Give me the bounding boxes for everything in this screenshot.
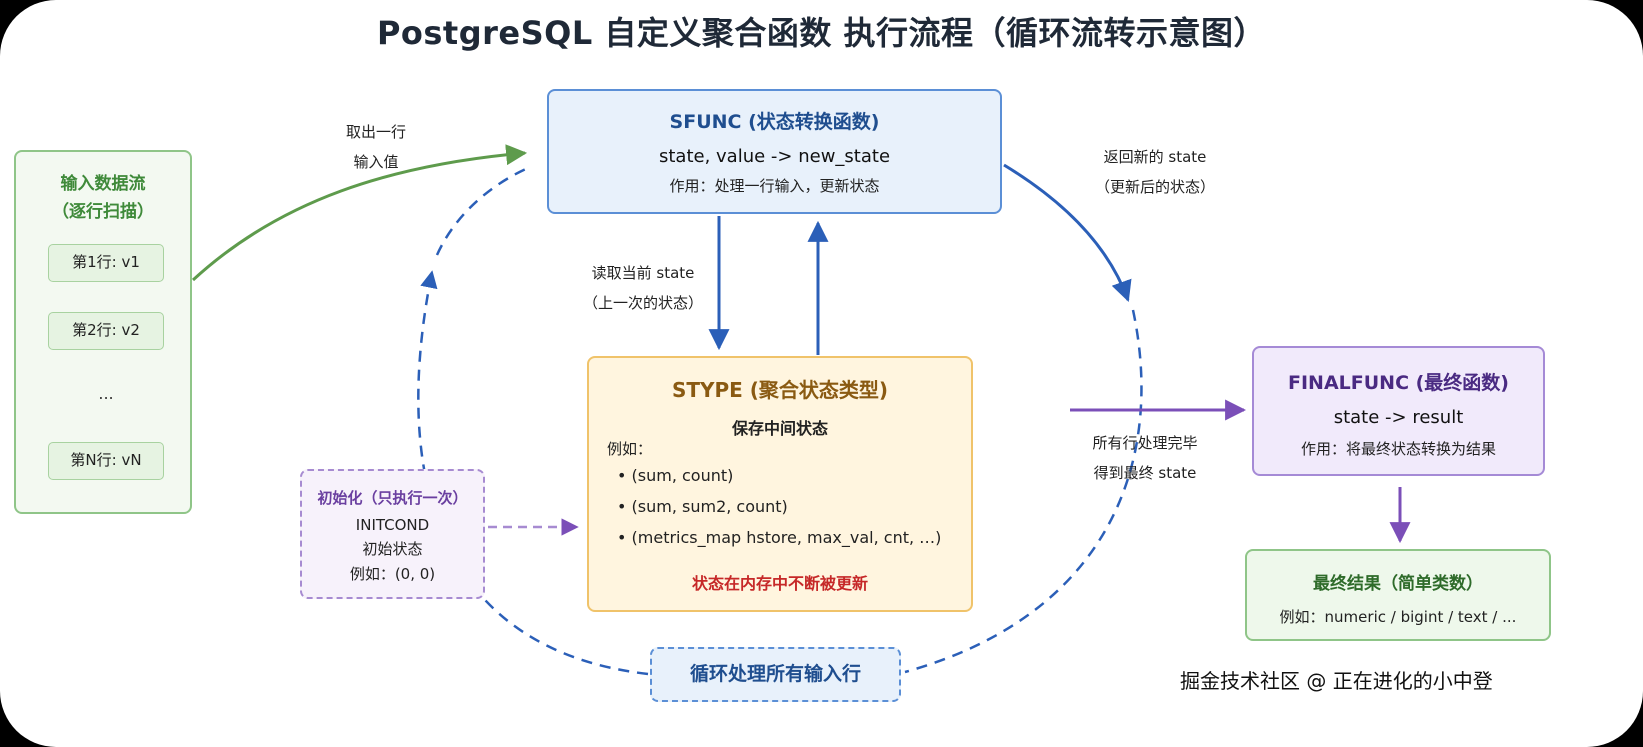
result-heading: 最终结果（简单类数）: [1313, 574, 1483, 594]
input-row: 第1行: v1: [48, 244, 164, 282]
stype-heading: STYPE (聚合状态类型): [671, 378, 889, 402]
stype-example-label: 例如：: [607, 440, 653, 458]
stype-note: 状态在内存中不断被更新: [691, 574, 868, 593]
input-stream-heading: 输入数据流: [60, 174, 146, 194]
initcond-heading: 初始化（只执行一次）: [317, 489, 468, 507]
initcond-description: 初始状态: [362, 540, 423, 558]
stype-example-item: • (metrics_map hstore, max_val, cnt, …): [617, 528, 942, 547]
stype-example-item: • (sum, sum2, count): [617, 497, 788, 516]
sfunc-box: SFUNC (状态转换函数) state, value -> new_state…: [547, 89, 1002, 214]
input-to-sfunc-arrow: [191, 144, 528, 282]
watermark: 掘金技术社区 @ 正在进化的小中登: [1180, 669, 1493, 693]
read-state-label: 读取当前 state （上一次的状态）: [582, 264, 703, 312]
input-row: 第N行: vN: [48, 442, 164, 480]
finalfunc-formula: state -> result: [1333, 407, 1464, 428]
sfunc-description: 作用：处理一行输入，更新状态: [669, 177, 880, 195]
finalfunc-box: FINALFUNC (最终函数) state -> result 作用：将最终状…: [1252, 346, 1545, 476]
initcond-box: 初始化（只执行一次） INITCOND 初始状态 例如：(0, 0): [300, 469, 485, 599]
initcond-example: 例如：(0, 0): [349, 565, 436, 583]
input-stream-subheading: （逐行扫描）: [52, 202, 154, 222]
finalfunc-description: 作用：将最终状态转换为结果: [1300, 440, 1496, 458]
return-state-label: 返回新的 state （更新后的状态）: [1094, 148, 1215, 196]
take-row-label: 取出一行 输入值: [345, 123, 406, 171]
result-box: 最终结果（简单类数） 例如：numeric / bigint / text / …: [1245, 549, 1551, 641]
sfunc-formula: state, value -> new_state: [658, 146, 891, 167]
initcond-name: INITCOND: [355, 516, 430, 534]
stype-example-item: • (sum, count): [617, 466, 734, 485]
sfunc-heading: SFUNC (状态转换函数): [669, 111, 880, 133]
loop-label-box: 循环处理所有输入行: [650, 647, 901, 702]
all-done-label: 所有行处理完毕 得到最终 state: [1092, 434, 1198, 482]
loop-right-dashed-arc: [904, 309, 1143, 674]
stype-subtitle: 保存中间状态: [731, 419, 828, 438]
input-row: 第2行: v2: [48, 312, 164, 350]
input-row-ellipsis: ...: [98, 384, 114, 403]
finalfunc-heading: FINALFUNC (最终函数): [1288, 372, 1509, 394]
loop-left-dashed-arc-top: [435, 166, 529, 256]
page-title: PostgreSQL 自定义聚合函数 执行流程（循环流转示意图）: [376, 14, 1267, 52]
input-stream-box: 输入数据流 （逐行扫描） 第1行: v1 第2行: v2 ... 第N行: vN: [14, 150, 192, 514]
sfunc-return-state-arrow: [1003, 163, 1132, 302]
stype-box: STYPE (聚合状态类型) 保存中间状态 例如： • (sum, count)…: [587, 356, 973, 612]
result-example: 例如：numeric / bigint / text / ...: [1279, 608, 1517, 626]
